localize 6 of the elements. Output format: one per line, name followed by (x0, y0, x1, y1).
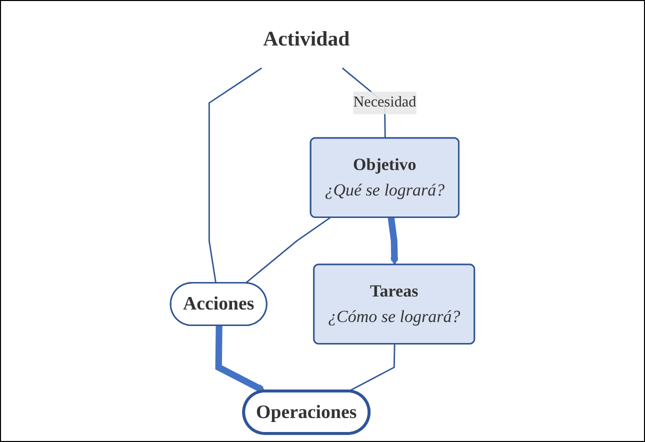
arrow (388, 217, 399, 266)
connector (244, 217, 331, 284)
connector (348, 344, 396, 392)
connector (208, 67, 262, 284)
node-text: Actividad (263, 26, 350, 50)
arrow (215, 326, 266, 393)
